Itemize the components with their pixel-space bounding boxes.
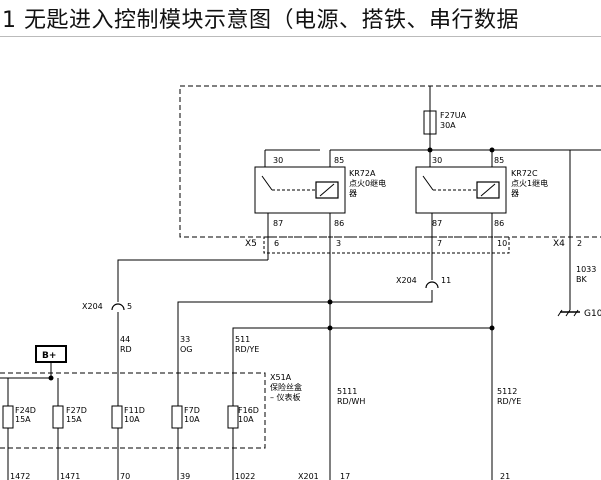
page-title: 1 无匙进入控制模块示意图（电源、搭铁、串行数据: [2, 8, 519, 33]
kr72c-pin-87: 87: [432, 219, 442, 228]
kr72c-pin-85: 85: [494, 156, 504, 165]
x204-left-pin: 5: [127, 302, 132, 311]
x204-right-connector: [425, 281, 439, 289]
kr72c-pin-86: 86: [494, 219, 504, 228]
title-divider: [0, 36, 601, 37]
kr72a-name: KR72A: [349, 169, 376, 178]
wire-511-color: RD/YE: [235, 345, 259, 354]
kr72a-pin-87: 87: [273, 219, 283, 228]
kr72a-pin-85: 85: [334, 156, 344, 165]
x4-pin-2: 2: [577, 239, 582, 248]
x201-label: X201: [298, 472, 319, 480]
x204-right-pin: 11: [441, 276, 451, 285]
kr72c-pin-30: 30: [432, 156, 442, 165]
relay-kr72c: [415, 166, 507, 214]
wire-44-color: RD: [120, 345, 132, 354]
module-boundary: [179, 85, 601, 238]
fuse-f24d: [2, 405, 14, 429]
fuse-f16d-name: F16D: [238, 406, 259, 415]
x5-connector: [263, 236, 510, 254]
bottom-num-1022: 1022: [235, 472, 255, 480]
wire-5111-color: RD/WH: [337, 397, 365, 406]
bottom-num-1471: 1471: [60, 472, 80, 480]
battery-label: B+: [42, 351, 56, 361]
fuse-f11d-name: F11D: [124, 406, 145, 415]
x5-pin-10: 10: [497, 239, 507, 248]
relay-kr72a: [254, 166, 346, 214]
fuse-f11d-rating: 10A: [124, 415, 140, 424]
fuse-block-boundary: [0, 372, 266, 449]
kr72a-desc2: 器: [349, 189, 357, 198]
fuse-f11d: [111, 405, 123, 429]
wire-33-circuit: 33: [180, 335, 190, 344]
wire-511-circuit: 511: [235, 335, 250, 344]
fuse-block-name: X51A: [270, 373, 292, 382]
kr72a-desc1: 点火0继电: [349, 178, 386, 188]
fuse-f16d: [227, 405, 239, 429]
wire-1033-color: BK: [576, 275, 587, 284]
ground-label: G10: [584, 309, 601, 319]
fuse-block-line1: 保险丝盒: [270, 382, 302, 392]
fuse-f27ua-name: F27UA: [440, 111, 467, 120]
wire-5111-circuit: 5111: [337, 387, 357, 396]
bottom-num-70: 70: [120, 472, 130, 480]
kr72c-desc2: 器: [511, 189, 519, 198]
wire-5112-circuit: 5112: [497, 387, 517, 396]
wire-1033-circuit: 1033: [576, 265, 596, 274]
wire-5112-color: RD/YE: [497, 397, 521, 406]
kr72c-name: KR72C: [511, 169, 538, 178]
fuse-f16d-rating: 10A: [238, 415, 254, 424]
x5-pin-6: 6: [274, 239, 279, 248]
kr72a-pin-30: 30: [273, 156, 283, 165]
kr72c-desc1: 点火1继电: [511, 178, 548, 188]
ground-symbol: [557, 309, 580, 317]
fuse-f27d: [52, 405, 64, 429]
fuse-f7d-name: F7D: [184, 406, 200, 415]
fuse-f27d-rating: 15A: [66, 415, 82, 424]
fuse-f27d-name: F27D: [66, 406, 87, 415]
x5-pin-7: 7: [437, 239, 442, 248]
x204-left-connector: [111, 303, 125, 311]
x204-left-label: X204: [82, 302, 103, 311]
fuse-block-line2: – 仪表板: [270, 392, 301, 402]
fuse-f27ua-rating: 30A: [440, 121, 456, 130]
x201-pin: 17: [340, 472, 350, 480]
x4-label: X4: [553, 239, 565, 249]
x5-pin-3: 3: [336, 239, 341, 248]
fuse-f7d: [171, 405, 183, 429]
bottom-num-39: 39: [180, 472, 190, 480]
fuse-f24d-name: F24D: [15, 406, 36, 415]
kr72a-pin-86: 86: [334, 219, 344, 228]
bottom-num-1472: 1472: [10, 472, 30, 480]
fuse-f7d-rating: 10A: [184, 415, 200, 424]
fuse-f24d-rating: 15A: [15, 415, 31, 424]
x5-label: X5: [245, 239, 257, 249]
bottom-num-21: 21: [500, 472, 510, 480]
x204-right-label: X204: [396, 276, 417, 285]
wire-33-color: OG: [180, 345, 193, 354]
wire-44-circuit: 44: [120, 335, 130, 344]
